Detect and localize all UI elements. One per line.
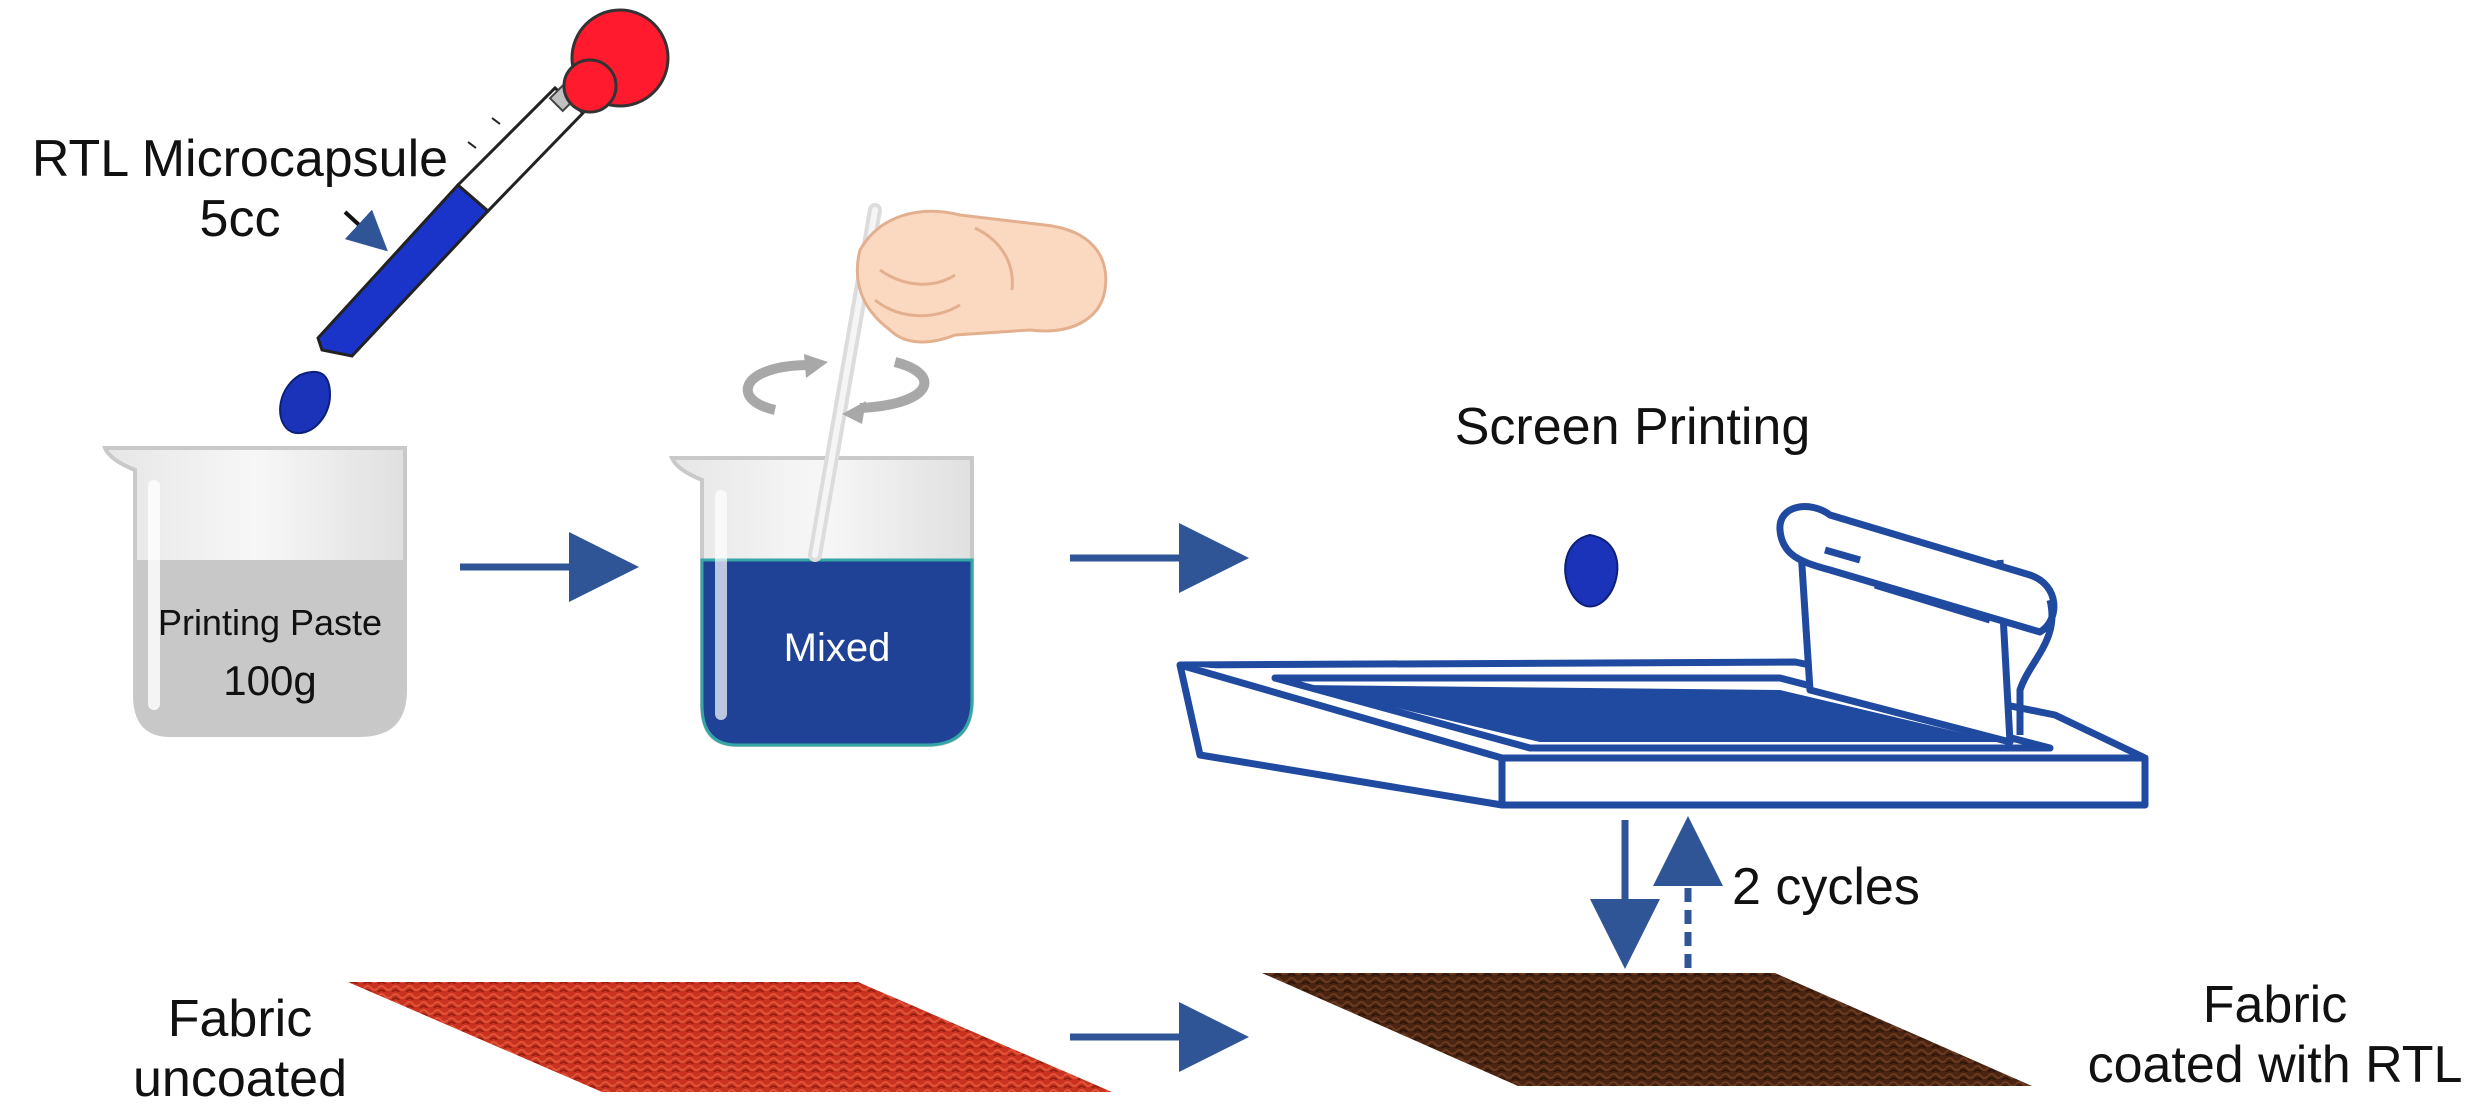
pointer-arrow	[343, 209, 388, 252]
mixed-label: Mixed	[783, 626, 891, 670]
fabric-uncoated-line1: Fabric	[167, 990, 313, 1048]
squeegee-icon	[1776, 503, 2058, 746]
hand-icon	[855, 209, 1108, 344]
fabric-coated-line2: coated with RTL	[2087, 1035, 2463, 1094]
fabric-uncoated-label: Fabric uncoated	[110, 990, 370, 1110]
fabric-swatch-icon	[1262, 973, 2032, 1086]
paste-label: Printing Paste 100g	[135, 602, 405, 706]
screen-printing-label: Screen Printing	[1454, 398, 1811, 456]
rotation-icon	[742, 354, 930, 424]
paste-name: Printing Paste	[157, 602, 383, 643]
fabric-swatch-icon	[348, 982, 1112, 1092]
microcapsule-label: RTL Microcapsule 5cc	[14, 130, 466, 250]
screen-frame-icon	[1176, 658, 2149, 809]
dropper-icon	[316, 8, 670, 358]
drop-icon	[279, 370, 332, 435]
beaker-icon	[101, 446, 407, 737]
beaker-icon	[668, 456, 974, 747]
microcapsule-volume: 5cc	[199, 189, 281, 248]
cycles-label: 2 cycles	[1732, 858, 1920, 916]
fabric-coated-label: Fabric coated with RTL	[2065, 976, 2485, 1096]
fabric-coated-line1: Fabric	[2202, 976, 2348, 1034]
fabric-uncoated-line2: uncoated	[133, 1049, 347, 1108]
drop-icon	[1564, 533, 1619, 608]
paste-amount: 100g	[223, 657, 317, 705]
microcapsule-name: RTL Microcapsule	[31, 130, 449, 188]
